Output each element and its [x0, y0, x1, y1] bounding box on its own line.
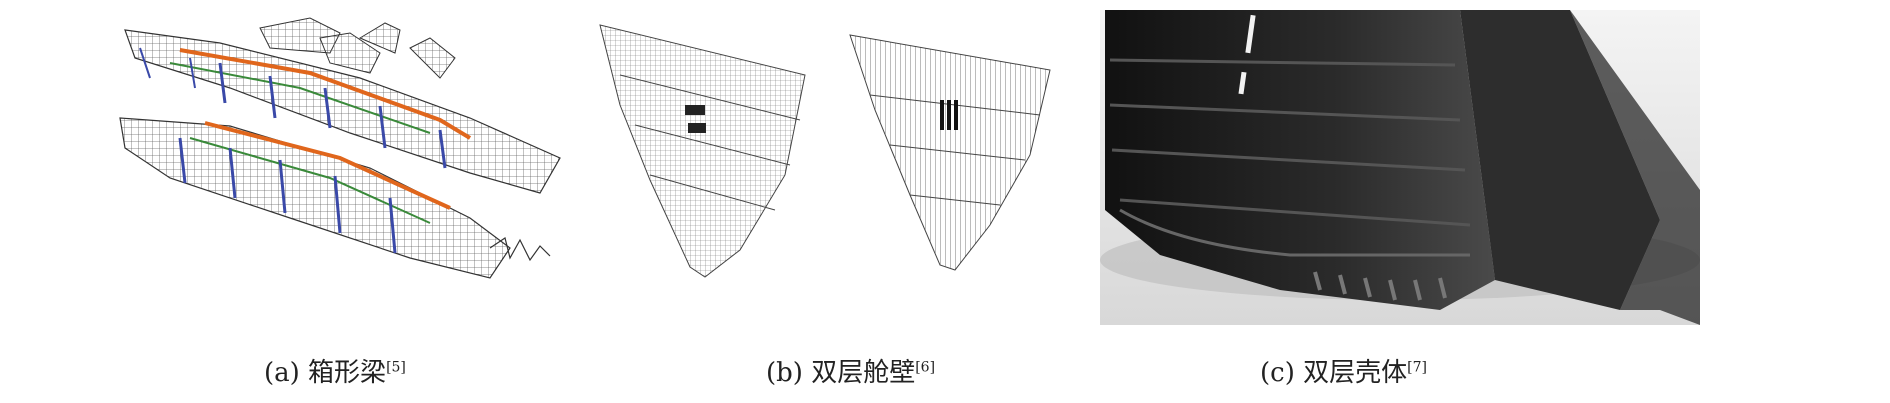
- box-girder-model: [119, 117, 551, 279]
- caption-c-ref: [7]: [1407, 359, 1427, 376]
- panel-c-double-hull: [1100, 10, 1700, 325]
- full-ship-model: [124, 17, 561, 194]
- caption-b: (b) 双层舱壁[6]: [766, 352, 935, 389]
- panel-b-bulkhead-models: [590, 15, 1090, 310]
- double-hull-render-image: [1100, 10, 1700, 325]
- ship-fe-model-image: [119, 17, 561, 279]
- bulkhead-mesh-right: [849, 34, 1051, 271]
- caption-b-ref: [6]: [915, 359, 936, 376]
- caption-a: (a) 箱形梁[5]: [264, 352, 406, 389]
- caption-c: (c) 双层壳体[7]: [1260, 352, 1427, 389]
- bulkhead-fe-model-image: [599, 24, 1051, 278]
- caption-b-text: (b) 双层舱壁: [766, 358, 916, 388]
- caption-c-text: (c) 双层壳体: [1260, 358, 1408, 388]
- caption-a-text: (a) 箱形梁: [264, 358, 387, 388]
- bulkhead-mesh-left: [599, 24, 806, 278]
- caption-a-ref: [5]: [386, 359, 406, 376]
- panel-a-ship-models: [110, 8, 570, 308]
